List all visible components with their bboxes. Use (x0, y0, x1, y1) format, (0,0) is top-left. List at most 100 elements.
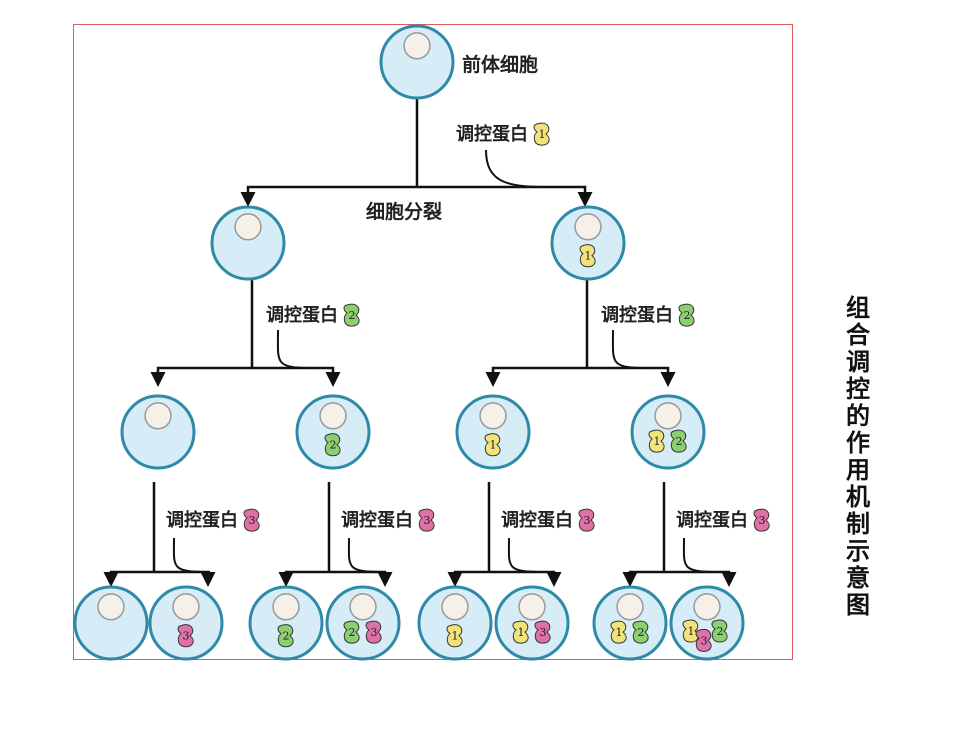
side-title: 组合调控的作用机制示意图 (838, 295, 878, 619)
nucleus (234, 213, 262, 241)
protein-2-icon: 2 (670, 429, 687, 453)
protein-2-icon: 2 (678, 303, 695, 327)
protein-number: 1 (616, 626, 623, 639)
level3-cell (73, 585, 149, 661)
side-title-char: 用 (846, 456, 870, 484)
side-title-char: 控 (846, 375, 870, 403)
cell-body (494, 585, 570, 661)
protein-number: 3 (249, 514, 256, 527)
level1-cell (210, 205, 286, 281)
nucleus (479, 402, 507, 430)
side-title-char: 制 (846, 510, 870, 538)
protein-number: 3 (183, 630, 190, 643)
protein-number: 1 (539, 128, 546, 141)
protein-2-icon: 2 (632, 620, 649, 644)
regulator-protein-label: 调控蛋白 (166, 509, 238, 531)
regulator-curve (507, 537, 546, 573)
nucleus (403, 32, 431, 60)
diagram-frame (73, 24, 793, 660)
protein-2-icon: 2 (324, 433, 341, 457)
precursor-cell (379, 24, 455, 100)
cell-body (417, 585, 493, 661)
protein-1-icon: 1 (512, 620, 529, 644)
protein-number: 1 (654, 435, 661, 448)
protein-1-icon: 1 (648, 429, 665, 453)
branch-arrows (485, 366, 676, 387)
nucleus (272, 593, 300, 621)
cell-body (295, 394, 371, 470)
protein-1-icon: 1 (533, 122, 550, 146)
regulator-curve (276, 329, 315, 369)
branch-arrows (150, 366, 341, 387)
cell-body (592, 585, 668, 661)
protein-1-icon: 1 (446, 624, 463, 648)
protein-number: 1 (490, 439, 497, 452)
level1-cell: 1 (550, 205, 626, 281)
protein-number: 1 (452, 630, 459, 643)
protein-2-icon: 2 (343, 620, 360, 644)
cell-body (379, 24, 455, 100)
cell-body (73, 585, 149, 661)
regulator-curve (682, 537, 721, 573)
branch-arrows (103, 570, 216, 587)
side-title-char: 意 (846, 564, 870, 592)
cell-body (630, 394, 706, 470)
side-title-char: 调 (846, 348, 870, 376)
regulator-curve (485, 149, 549, 188)
regulator-protein-label: 调控蛋白 (456, 123, 528, 145)
protein-number: 2 (330, 439, 337, 452)
branch-arrows (447, 570, 562, 587)
side-title-char: 图 (846, 591, 870, 619)
side-title-char: 示 (846, 537, 870, 565)
nucleus (441, 593, 469, 621)
branch-arrows (622, 570, 737, 587)
nucleus (518, 593, 546, 621)
regulator-protein-label: 调控蛋白 (341, 509, 413, 531)
protein-number: 2 (717, 625, 724, 638)
side-title-char: 机 (846, 483, 870, 511)
level3-cell: 1 (417, 585, 493, 661)
nucleus (97, 593, 125, 621)
protein-3-icon: 3 (418, 508, 435, 532)
side-title-char: 组 (846, 294, 870, 322)
protein-number: 2 (684, 309, 691, 322)
protein-number: 3 (540, 626, 547, 639)
protein-2-icon: 2 (343, 303, 360, 327)
nucleus (693, 593, 721, 621)
protein-3-icon: 3 (578, 508, 595, 532)
protein-1-icon: 1 (484, 433, 501, 457)
protein-number: 3 (701, 634, 708, 647)
protein-2-icon: 2 (711, 619, 728, 643)
protein-number: 2 (638, 626, 645, 639)
cell-body (148, 585, 224, 661)
protein-number: 1 (518, 626, 525, 639)
nucleus (654, 402, 682, 430)
regulator-protein-label: 调控蛋白 (266, 304, 338, 326)
precursor-label: 前体细胞 (462, 53, 538, 76)
protein-number: 1 (585, 250, 592, 263)
nucleus (574, 213, 602, 241)
protein-1-icon: 1 (682, 619, 699, 643)
protein-number: 2 (676, 435, 683, 448)
protein-1-icon: 1 (610, 620, 627, 644)
level3-cell: 2 (248, 585, 324, 661)
protein-3-icon: 3 (753, 508, 770, 532)
nucleus (319, 402, 347, 430)
protein-3-icon: 3 (534, 620, 551, 644)
nucleus (144, 402, 172, 430)
protein-number: 1 (688, 625, 695, 638)
side-title-char: 合 (846, 321, 870, 349)
protein-2-icon: 2 (277, 624, 294, 648)
protein-number: 3 (371, 626, 378, 639)
regulator-protein-label: 调控蛋白 (501, 509, 573, 531)
branch-arrows (278, 570, 393, 587)
cell-body (325, 585, 401, 661)
protein-number: 2 (349, 626, 356, 639)
protein-number: 3 (424, 514, 431, 527)
protein-number: 3 (584, 514, 591, 527)
regulator-protein-label: 调控蛋白 (676, 509, 748, 531)
cell-body (455, 394, 531, 470)
